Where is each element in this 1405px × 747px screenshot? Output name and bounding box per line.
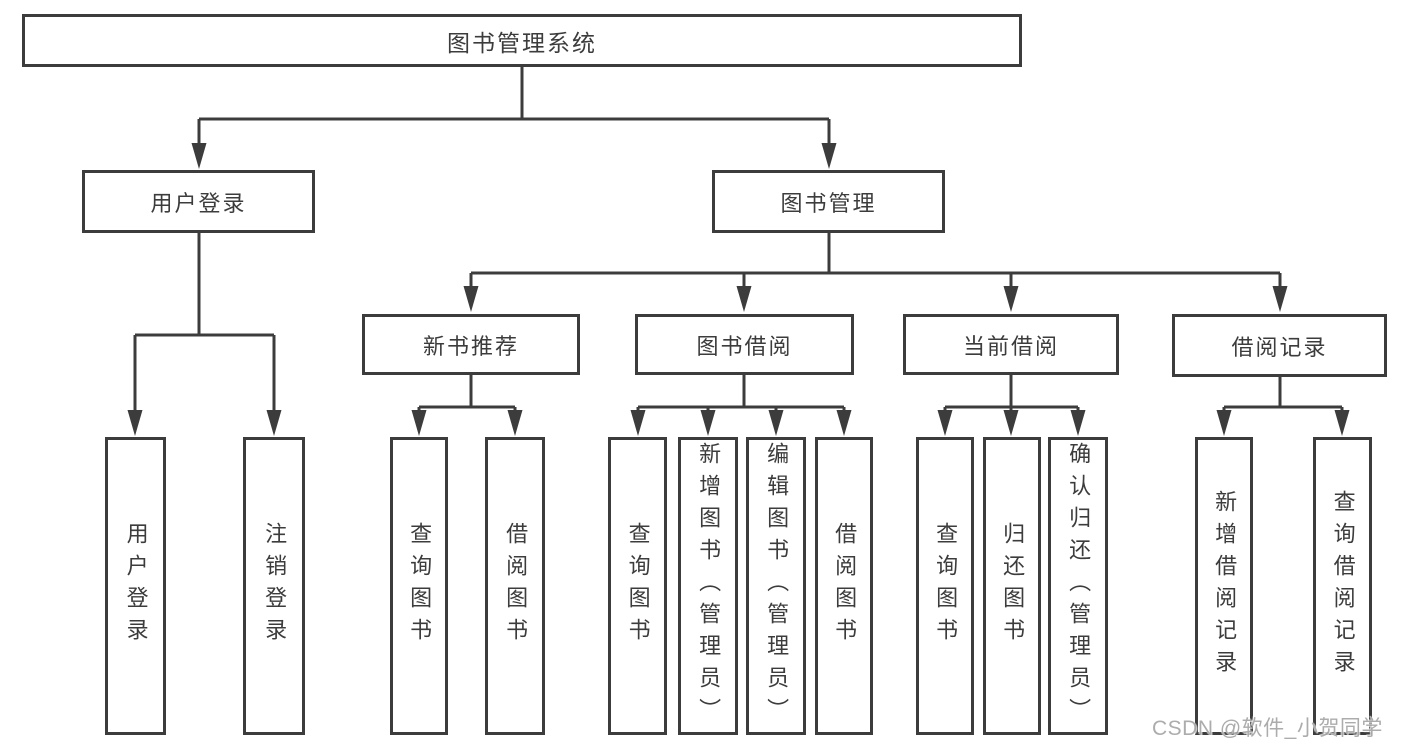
connector-bookmgmt-to-level3 bbox=[469, 233, 1282, 288]
node-new-book-recommendation: 新书推荐 bbox=[362, 314, 580, 375]
node-book-borrowing: 图书借阅 bbox=[635, 314, 854, 375]
arrowhead bbox=[836, 410, 852, 436]
arrowhead bbox=[1003, 410, 1019, 436]
node-label: 查询借阅记录 bbox=[1330, 490, 1356, 682]
arrowhead bbox=[700, 410, 716, 436]
node-label: 注销登录 bbox=[262, 522, 288, 650]
arrowhead bbox=[191, 143, 207, 169]
arrowhead bbox=[463, 286, 479, 312]
node-book-management: 图书管理 bbox=[712, 170, 945, 233]
node-label: 借阅图书 bbox=[832, 522, 858, 650]
node-query-books-borrowing: 查询图书 bbox=[608, 437, 667, 735]
arrowhead bbox=[821, 143, 837, 169]
arrowhead bbox=[266, 410, 282, 436]
node-borrowing-records: 借阅记录 bbox=[1172, 314, 1387, 377]
node-label: 图书借阅 bbox=[696, 333, 793, 359]
arrowhead bbox=[1003, 286, 1019, 312]
node-label: 图书管理 bbox=[780, 190, 877, 216]
node-label: 编辑图书（管理员） bbox=[764, 442, 790, 730]
arrowhead bbox=[937, 410, 953, 436]
connector-records-to-leaves bbox=[1222, 376, 1344, 412]
node-return-books: 归还图书 bbox=[983, 437, 1041, 735]
node-label: 借阅记录 bbox=[1231, 334, 1328, 360]
arrowhead bbox=[507, 410, 523, 436]
arrowhead bbox=[127, 410, 143, 436]
node-label: 新增借阅记录 bbox=[1212, 490, 1238, 682]
arrowhead bbox=[1216, 410, 1232, 436]
node-user-login: 用户登录 bbox=[82, 170, 315, 233]
node-borrow-books-recommend: 借阅图书 bbox=[485, 437, 545, 735]
arrowhead bbox=[1334, 410, 1350, 436]
node-query-borrow-record: 查询借阅记录 bbox=[1313, 437, 1372, 735]
node-confirm-return-admin: 确认归还（管理员） bbox=[1048, 437, 1108, 735]
node-label: 归还图书 bbox=[1000, 522, 1026, 650]
node-label: 用户登录 bbox=[150, 190, 247, 216]
node-label: 确认归还（管理员） bbox=[1066, 442, 1092, 730]
connector-borrowing-to-leaves bbox=[636, 375, 846, 412]
node-label: 新书推荐 bbox=[422, 333, 519, 359]
node-label: 查询图书 bbox=[407, 522, 433, 650]
node-query-books-recommend: 查询图书 bbox=[390, 437, 448, 735]
connector-userlogin-to-leaves bbox=[133, 233, 276, 412]
node-label: 图书管理系统 bbox=[447, 29, 597, 56]
csdn-watermark: CSDN @软件_小贺同学 bbox=[1152, 717, 1383, 740]
node-label: 查询图书 bbox=[933, 522, 959, 650]
node-add-borrow-record: 新增借阅记录 bbox=[1195, 437, 1253, 735]
connector-newbook-to-leaves bbox=[417, 375, 517, 412]
node-logout-action: 注销登录 bbox=[243, 437, 305, 735]
connector-root-to-level2 bbox=[197, 67, 831, 146]
node-edit-book-admin: 编辑图书（管理员） bbox=[746, 437, 806, 735]
arrowhead bbox=[1272, 286, 1288, 312]
node-current-borrowing: 当前借阅 bbox=[903, 314, 1119, 375]
node-library-management-system: 图书管理系统 bbox=[22, 14, 1022, 67]
node-label: 用户登录 bbox=[123, 522, 149, 650]
connector-current-to-leaves bbox=[943, 375, 1080, 412]
node-borrow-books-borrowing: 借阅图书 bbox=[815, 437, 873, 735]
arrowheads bbox=[127, 143, 1350, 436]
arrowhead bbox=[736, 286, 752, 312]
node-query-books-current: 查询图书 bbox=[916, 437, 974, 735]
node-add-book-admin: 新增图书（管理员） bbox=[678, 437, 738, 735]
arrowhead bbox=[411, 410, 427, 436]
node-label: 查询图书 bbox=[625, 522, 651, 650]
node-user-login-action: 用户登录 bbox=[105, 437, 166, 735]
connector-lines bbox=[133, 67, 1344, 412]
node-label: 借阅图书 bbox=[503, 522, 529, 650]
arrowhead bbox=[630, 410, 646, 436]
arrowhead bbox=[1070, 410, 1086, 436]
node-label: 新增图书（管理员） bbox=[696, 442, 722, 730]
arrowhead bbox=[768, 410, 784, 436]
node-label: 当前借阅 bbox=[962, 333, 1059, 359]
